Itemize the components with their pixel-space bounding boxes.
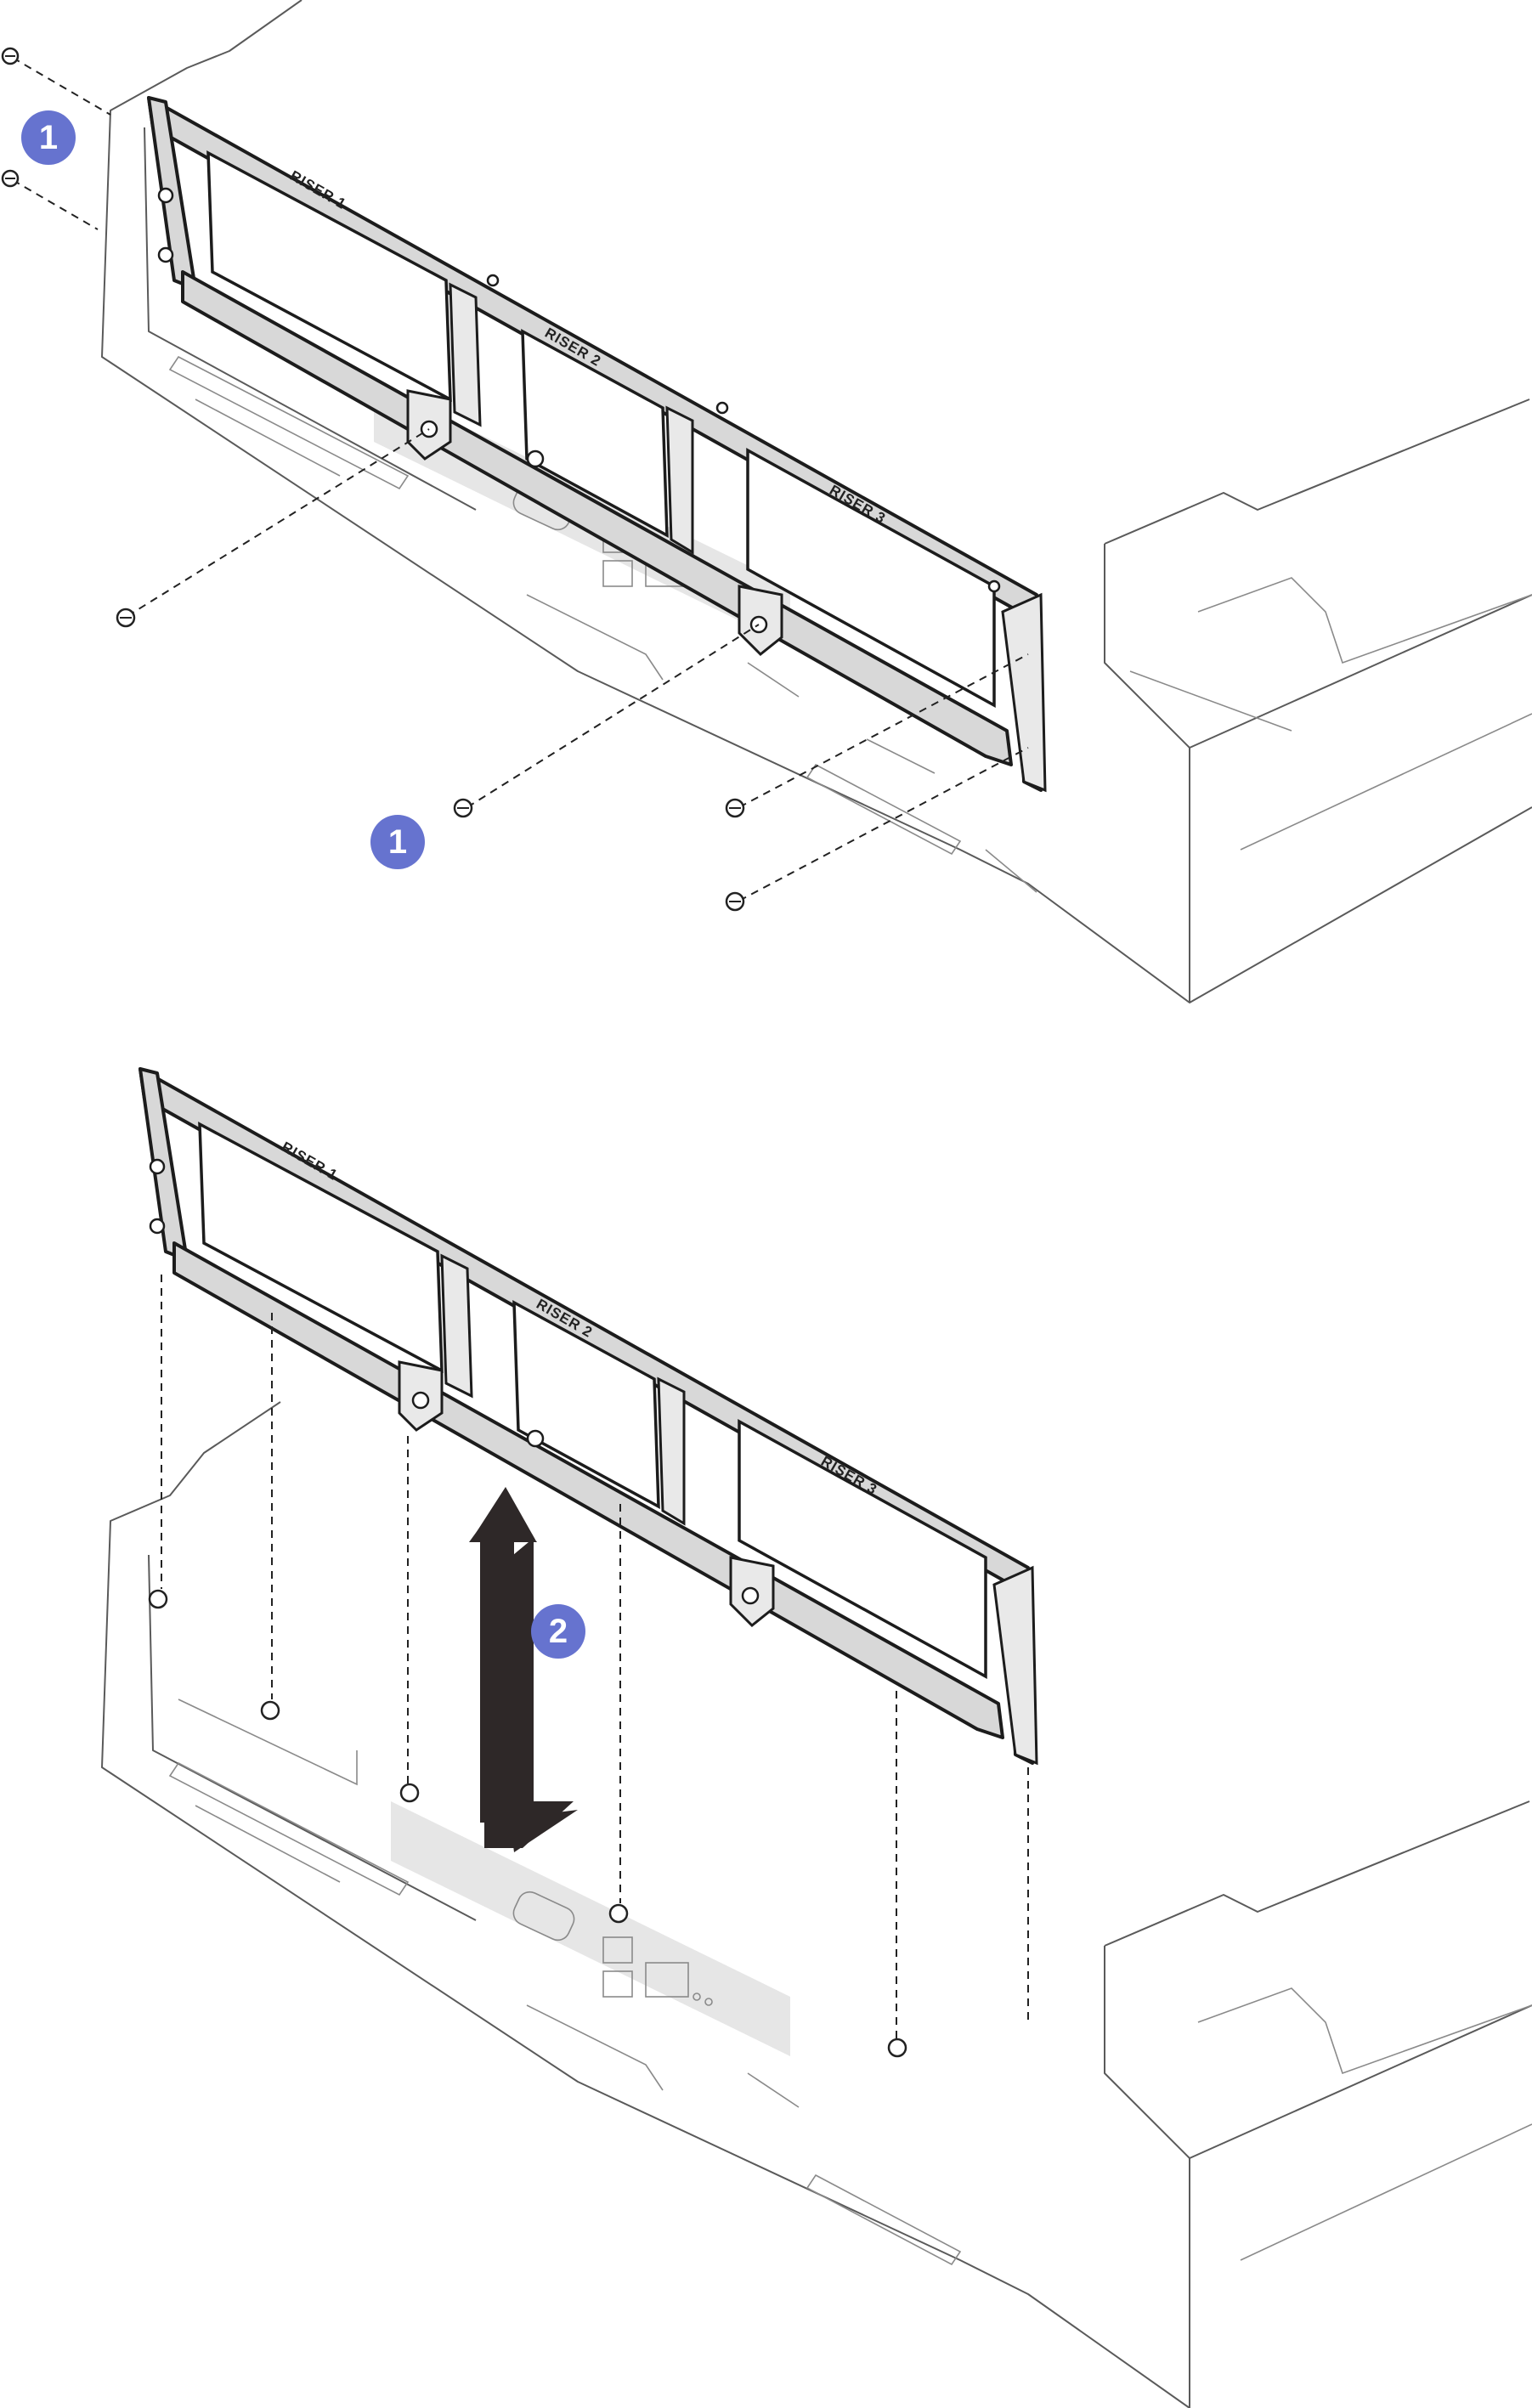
riser-bracket-top: RISER 1 RISER 2 RISER 3 <box>147 96 1047 793</box>
alignment-guides-bottom <box>161 1275 1029 2039</box>
top-panel: RISER 1 RISER 2 RISER 3 1 <box>1 0 1532 1003</box>
standoff-icon <box>887 2038 907 2058</box>
standoffs-bottom <box>148 1589 907 2058</box>
screw-icon <box>1 47 20 65</box>
screw-icon <box>1 169 20 188</box>
lift-arrow-icon <box>469 1487 578 1852</box>
screw-guides-top <box>12 57 1029 902</box>
screw-icon <box>725 798 745 818</box>
chassis-top <box>101 0 1532 1003</box>
callout-2: 2 <box>531 1604 585 1659</box>
io-ports-bottom <box>512 1891 713 2006</box>
io-shaded-area-bottom <box>391 1801 790 2056</box>
callout-1-lower: 1 <box>370 815 425 869</box>
callout-2-number: 2 <box>549 1613 568 1650</box>
standoff-icon <box>260 1700 280 1721</box>
bottom-panel: RISER 1 RISER 2 RISER 3 <box>101 1067 1532 2408</box>
screw-icon <box>116 608 136 628</box>
screw-icon <box>453 798 473 818</box>
standoff-icon <box>399 1783 420 1803</box>
screw-icon <box>725 891 745 912</box>
callout-1-upper-number: 1 <box>39 119 58 156</box>
chassis-bottom <box>101 1401 1532 2408</box>
screws-top <box>1 47 745 912</box>
callout-1-lower-number: 1 <box>388 823 407 861</box>
standoff-icon <box>608 1903 629 1924</box>
riser-bracket-bottom: RISER 1 RISER 2 RISER 3 <box>139 1067 1038 1766</box>
callout-1-upper: 1 <box>21 110 76 165</box>
standoff-icon <box>148 1589 168 1609</box>
